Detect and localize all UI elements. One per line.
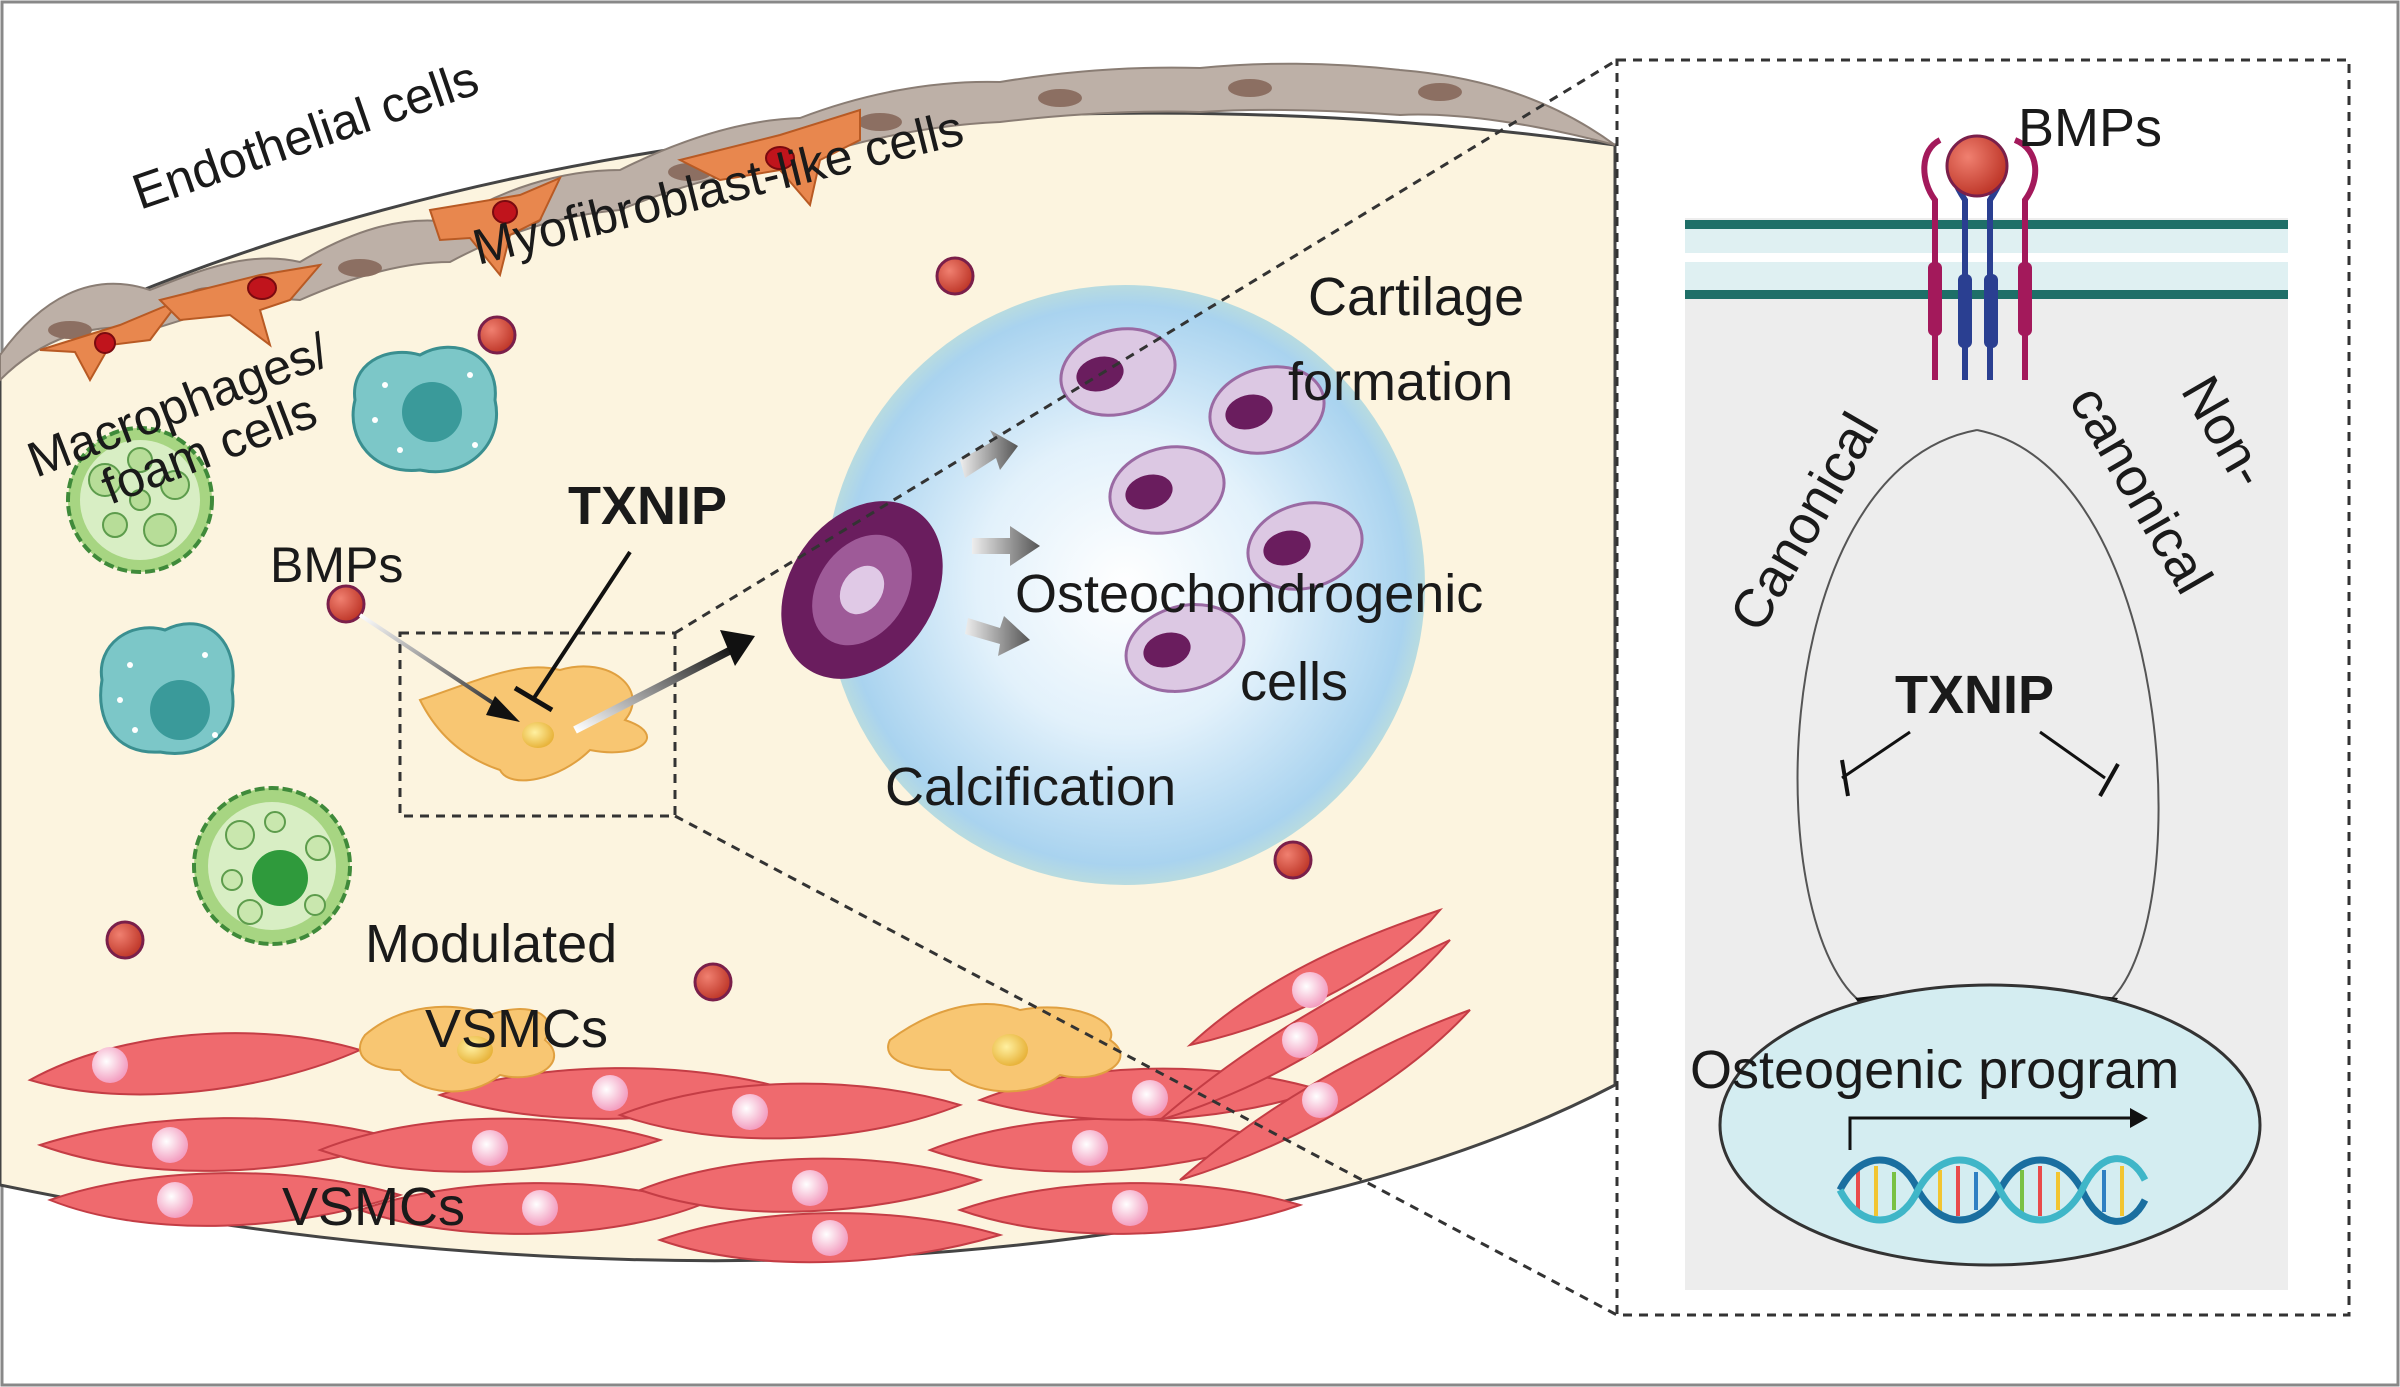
- zoom-box: [398, 631, 677, 818]
- foam-cell: [66, 426, 214, 574]
- vsmc-nuclei: [92, 972, 1338, 1256]
- transcription-arrow-head: [2130, 1108, 2148, 1128]
- modulated-vsmc-cell: [358, 1005, 556, 1093]
- bmp-arrow-line: [358, 613, 510, 715]
- txnip-inhibit-noncanonical-line: [2039, 730, 2106, 780]
- macrophage-cell: [351, 345, 498, 474]
- label-osteogenic-program: Osteogenic program: [1690, 1040, 2179, 1100]
- bmp-arrow-head: [486, 696, 520, 722]
- label-calcification: Calcification: [885, 757, 1176, 817]
- label-bmps-left: BMPs: [270, 537, 403, 593]
- txnip-inhibit-canonical-line: [1841, 730, 1911, 780]
- bmp-ligand: [1945, 134, 2009, 198]
- gray-differentiation-arrows: [960, 430, 1040, 656]
- txnip-inhibit-canonical-bar: [1840, 759, 1850, 797]
- differentiation-arrow-line: [573, 644, 737, 734]
- modulated-vsmc-cell-highlight: [418, 665, 649, 782]
- dna-helix-icon: [1836, 1155, 2149, 1225]
- modulated-vsmc-cell: [887, 1003, 1122, 1093]
- label-modulated-vsmcs: VSMCs: [425, 999, 608, 1059]
- label-cartilage: Cartilage: [1308, 267, 1524, 327]
- zoom-line-top: [674, 58, 1618, 635]
- osteochondrogenic-precursor-cell: [781, 501, 943, 679]
- zoom-line-bottom: [674, 814, 1618, 1317]
- label-modulated: Modulated: [365, 914, 617, 974]
- bmp-particles: [105, 256, 1313, 1002]
- noncanonical-pathway-line: [1976, 429, 2160, 1009]
- canonical-pathway-line: [1796, 429, 1978, 1009]
- txnip-inhibition-bar: [513, 685, 554, 713]
- label-vsmcs: VSMCs: [282, 1177, 465, 1237]
- label-osteo-cells: cells: [1240, 652, 1348, 712]
- cell-nucleus: [1718, 983, 2262, 1267]
- txnip-inhibition-line: [532, 550, 632, 700]
- myofibroblast-nuclei: [94, 146, 795, 354]
- label-formation: formation: [1288, 352, 1513, 412]
- label-bmps-right: BMPs: [2018, 98, 2162, 158]
- transcription-arrow-line: [1848, 1116, 2130, 1150]
- label-txnip-left: TXNIP: [568, 476, 727, 536]
- foam-cell: [192, 786, 352, 946]
- label-osteochondrogenic: Osteochondrogenic: [1015, 564, 1483, 624]
- txnip-inhibit-noncanonical-bar: [2098, 763, 2120, 797]
- label-txnip-right: TXNIP: [1895, 665, 2054, 725]
- label-endothelial-cells: Endothelial cells: [125, 50, 485, 221]
- differentiation-arrow-head: [720, 630, 755, 666]
- chondrocyte-nuclei: [1076, 356, 1311, 668]
- macrophage-cell: [99, 622, 235, 755]
